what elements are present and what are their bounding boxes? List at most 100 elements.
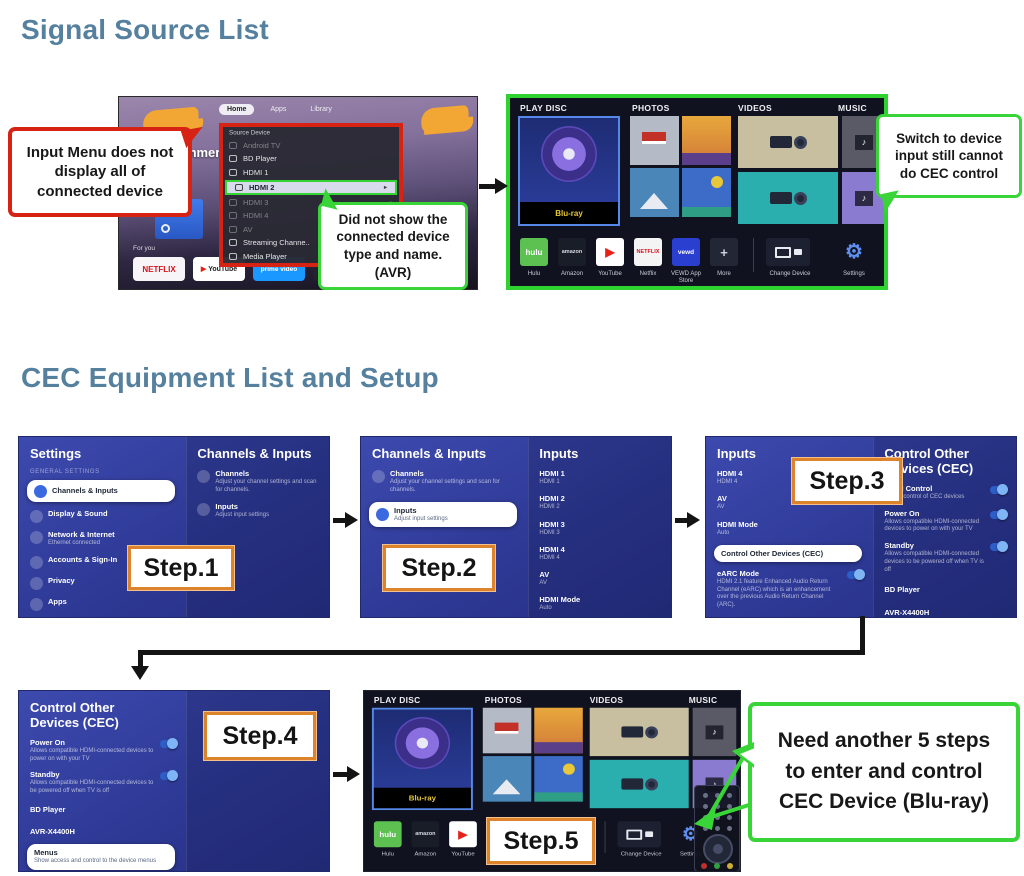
menu-item-allm[interactable]: Auto Low Latency ModeAutomatically activ… (717, 617, 864, 618)
remote-button[interactable] (727, 826, 732, 831)
power-on-toggle[interactable] (160, 737, 179, 749)
tv-top-nav: Home Apps Library (219, 104, 340, 115)
hdmi-control-toggle[interactable] (989, 483, 1008, 495)
device-row-bd-player[interactable]: BD Player (884, 584, 920, 594)
device-row-avr[interactable]: AVR-X4400H (30, 827, 75, 837)
change-device-button[interactable] (766, 238, 810, 266)
nav-library[interactable]: Library (310, 106, 332, 113)
source-item-streaming[interactable]: Streaming Channe.. (229, 237, 393, 249)
blu-ray-label: Blu-ray (373, 787, 471, 809)
blu-ray-tile[interactable]: Blu-ray (371, 707, 473, 811)
photo-tile[interactable] (534, 707, 583, 754)
hulu-tile[interactable]: hulu (520, 238, 548, 266)
remote-button[interactable] (715, 815, 720, 820)
netflix-app-tile[interactable]: NETFLIX (133, 257, 185, 281)
nav-apps[interactable]: Apps (270, 106, 287, 113)
remote-button[interactable] (715, 804, 720, 809)
standby-toggle[interactable] (160, 770, 179, 782)
source-item-hdmi2-selected[interactable]: HDMI 2▸ (225, 179, 397, 195)
photo-tile[interactable] (682, 168, 731, 217)
box-icon (644, 831, 653, 838)
remote-red-button[interactable] (701, 863, 707, 869)
amazon-tile[interactable]: amazon (558, 238, 586, 266)
menu-item-apps[interactable]: Apps (30, 597, 177, 611)
photo-tile[interactable] (482, 707, 532, 754)
menu-item-cec-selected[interactable]: Control Other Devices (CEC) (714, 544, 863, 562)
source-item-android-tv[interactable]: Android TV (229, 139, 393, 151)
menu-item-channels-inputs-selected[interactable]: Channels & Inputs (27, 479, 176, 502)
source-item-av[interactable]: AV (229, 223, 393, 235)
remote-button[interactable] (727, 815, 732, 820)
menu-item-display-sound[interactable]: Display & Sound (30, 509, 177, 523)
video-tile[interactable] (589, 707, 689, 757)
remote-button[interactable] (727, 804, 732, 809)
dock-divider (604, 821, 606, 853)
remote-button[interactable] (715, 793, 720, 798)
photo-tile[interactable] (534, 756, 583, 802)
screenshot-media-home-step5: PLAY DISC PHOTOS VIDEOS MUSIC Blu-ray ♪ … (363, 690, 741, 872)
menu-item-privacy[interactable]: Privacy (30, 576, 177, 590)
vewd-tile[interactable]: vewd (672, 238, 700, 266)
source-item-hdmi1[interactable]: HDMI 1 (229, 166, 393, 178)
power-on-toggle[interactable] (989, 508, 1008, 520)
callout-avr-note: Did not show the connected device type a… (318, 188, 468, 290)
youtube-tile[interactable]: ▶ (449, 821, 477, 848)
more-tile[interactable]: + (710, 238, 738, 266)
remote-button[interactable] (703, 804, 708, 809)
earc-toggle[interactable] (847, 568, 866, 580)
music-tile[interactable]: ♪ (692, 707, 737, 757)
video-tile[interactable] (589, 759, 689, 809)
remote-button[interactable] (703, 826, 708, 831)
amazon-tile[interactable]: amazon (411, 821, 440, 848)
remote-yellow-button[interactable] (727, 863, 733, 869)
device-row-avr[interactable]: AVR-X4400H (884, 607, 930, 617)
hulu-tile[interactable]: hulu (373, 821, 402, 848)
remote-button[interactable] (703, 793, 708, 798)
remote-button[interactable] (715, 826, 720, 831)
settings-button[interactable]: ⚙ (840, 238, 868, 266)
video-tile[interactable] (738, 172, 838, 224)
menu-item-accounts[interactable]: Accounts & Sign-In (30, 555, 177, 569)
remote-dpad[interactable] (703, 834, 733, 864)
photo-tile[interactable] (682, 116, 731, 165)
device-row-bd-player[interactable]: BD Player (30, 805, 66, 815)
nav-home[interactable]: Home (219, 104, 255, 115)
change-device-button[interactable] (617, 821, 661, 848)
source-item-media-player[interactable]: Media Player (229, 250, 393, 262)
source-item-hdmi4[interactable]: HDMI 4 (229, 210, 393, 222)
netflix-tile[interactable]: NETFLIX (634, 238, 662, 266)
youtube-tile[interactable]: ▶ (596, 238, 624, 266)
photo-tile[interactable] (630, 168, 679, 217)
remote-green-button[interactable] (714, 863, 720, 869)
camcorder-icon (769, 136, 792, 148)
photo-tile[interactable] (482, 756, 532, 802)
blu-ray-tile[interactable]: Blu-ray (518, 116, 620, 226)
source-item-bd-player[interactable]: BD Player (229, 153, 393, 165)
remote-button[interactable] (727, 793, 732, 798)
standby-toggle[interactable] (989, 541, 1008, 553)
video-tile[interactable] (738, 116, 838, 168)
photo-tile[interactable] (630, 116, 679, 165)
